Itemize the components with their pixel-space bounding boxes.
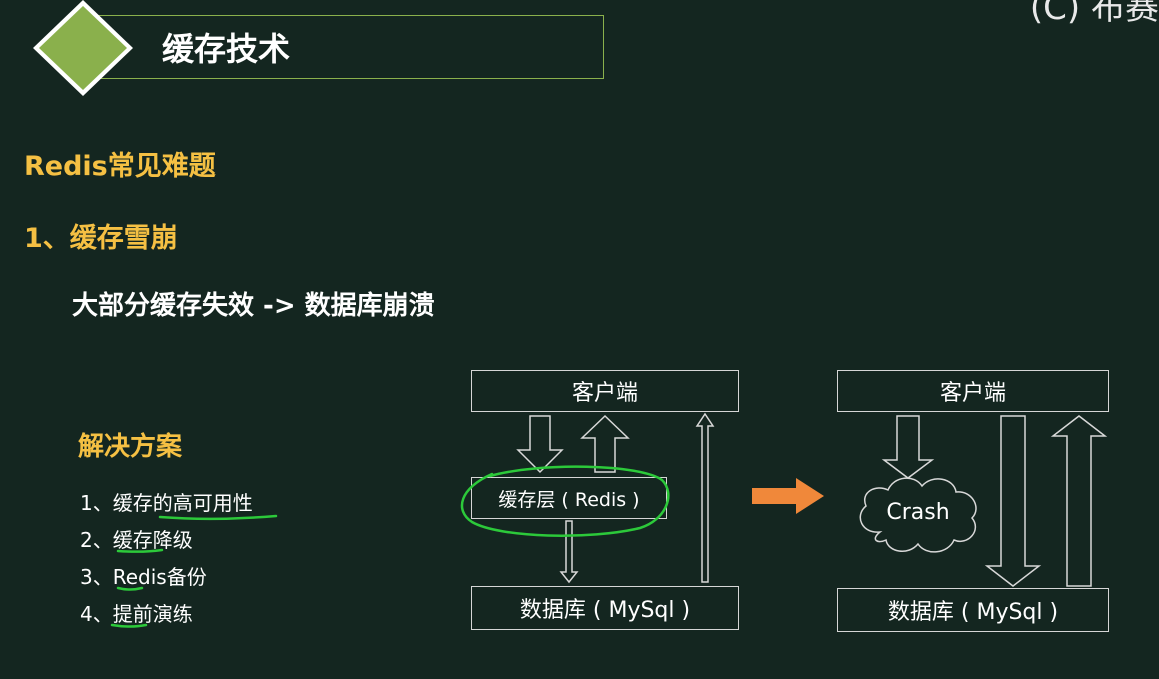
section-heading: 1、缓存雪崩	[24, 223, 178, 254]
slide-title: 缓存技术	[162, 30, 291, 68]
underline-solution-2	[116, 548, 164, 553]
right-db-label: 数据库 ( MySql )	[887, 600, 1059, 625]
underline-solution-1	[158, 514, 278, 521]
solutions-heading: 解决方案	[78, 432, 183, 462]
crash-cloud-icon	[859, 477, 977, 553]
left-thin-down-arrow-icon	[559, 520, 579, 584]
solution-item-1: 1、缓存的高可用性	[80, 491, 253, 515]
solution-item-3: 3、Redis备份	[80, 565, 207, 589]
problem-statement: 大部分缓存失效 -> 数据库崩溃	[72, 291, 435, 321]
left-client-box: 客户端	[471, 370, 739, 412]
solution-item-4: 4、提前演练	[80, 602, 193, 626]
underline-solution-3	[116, 586, 144, 591]
right-client-label: 客户端	[939, 381, 1006, 406]
left-cache-box: 缓存层 ( Redis )	[471, 477, 667, 519]
right-long-down-arrow-icon	[984, 415, 1042, 587]
corner-watermark: (C) 布赛	[1029, 0, 1159, 28]
right-db-box: 数据库 ( MySql )	[837, 588, 1109, 632]
underline-solution-4	[110, 623, 148, 628]
transition-arrow-icon	[752, 478, 824, 514]
left-db-label: 数据库 ( MySql )	[519, 598, 691, 623]
left-client-label: 客户端	[571, 381, 638, 406]
subtitle: Redis常见难题	[24, 151, 216, 182]
solution-item-2: 2、缓存降级	[80, 528, 193, 552]
crash-label: Crash	[886, 500, 950, 525]
left-cache-label: 缓存层 ( Redis )	[498, 488, 640, 511]
right-long-up-arrow-icon	[1050, 415, 1108, 587]
left-thin-up-arrow-icon	[695, 412, 715, 583]
left-down-arrow-icon	[516, 415, 564, 474]
cache-annotation-ellipse	[460, 465, 670, 537]
right-client-box: 客户端	[837, 370, 1109, 412]
right-down-arrow-icon	[881, 415, 935, 479]
left-up-arrow-icon	[580, 414, 630, 473]
left-db-box: 数据库 ( MySql )	[471, 586, 739, 630]
